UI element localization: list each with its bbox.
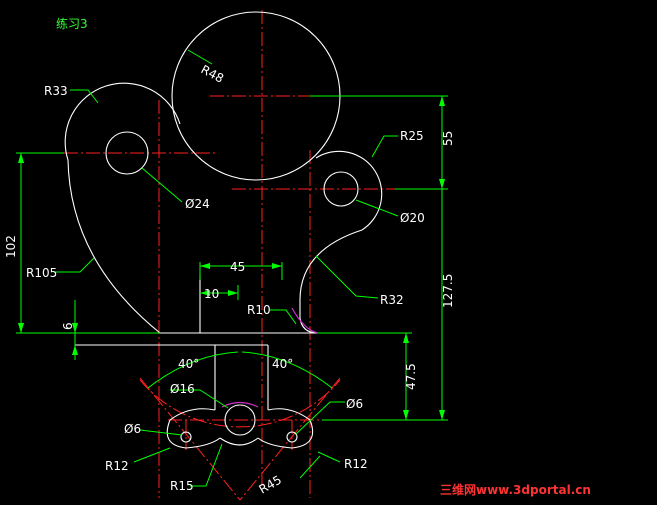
text-55: 55 <box>441 131 455 146</box>
hole-d6-right <box>286 431 298 443</box>
arrow-10-right <box>228 290 238 296</box>
hole-d20 <box>323 171 359 207</box>
centerline-40-right <box>239 377 341 501</box>
arc-r32 <box>299 229 363 334</box>
drawing-title: 练习3 <box>56 16 88 31</box>
arrow-102-bottom <box>18 323 24 333</box>
hole-d6-left <box>180 431 192 443</box>
text-r15: R15 <box>170 479 194 493</box>
leader-r15 <box>190 443 223 487</box>
arc-r105 <box>67 159 161 334</box>
leader-d16 <box>170 389 229 409</box>
lobe-bottom <box>219 437 259 446</box>
text-r25: R25 <box>400 129 424 143</box>
arrow-127-5-bottom <box>439 410 445 420</box>
text-127-5: 127.5 <box>441 274 455 308</box>
leader-r48 <box>187 49 213 65</box>
hole-d24 <box>105 131 149 175</box>
leader-d20 <box>355 199 399 217</box>
text-r12-right: R12 <box>344 457 368 471</box>
centerline-r45-arc <box>139 379 341 428</box>
arc-r33 <box>64 82 181 161</box>
dimension-texts: R48 R33 R25 Ø24 Ø20 55 102 R105 R32 45 1… <box>4 62 455 496</box>
text-r33: R33 <box>44 84 68 98</box>
arrow-55-bottom <box>439 179 445 189</box>
text-d6-left: Ø6 <box>124 422 141 436</box>
arrow-6-top <box>72 323 78 333</box>
hole-d16 <box>224 404 256 436</box>
leader-r10 <box>270 309 297 325</box>
dim-angle-40-left <box>147 351 239 389</box>
arrow-10-left <box>200 290 210 296</box>
leader-r12-left <box>133 447 171 463</box>
text-6: 6 <box>61 322 75 330</box>
dimension-arrows <box>18 96 445 420</box>
text-d24: Ø24 <box>185 197 210 211</box>
text-40-left: 40° <box>178 357 199 371</box>
text-r10: R10 <box>247 303 271 317</box>
text-10: 10 <box>204 287 219 301</box>
leader-r25 <box>371 135 398 158</box>
watermark: 三维网www.3dportal.cn <box>440 482 591 497</box>
text-45: 45 <box>230 260 245 274</box>
leader-r12-right <box>317 451 341 463</box>
leader-r45 <box>299 455 321 479</box>
arrow-47-5-top <box>403 333 409 343</box>
leader-r32 <box>315 255 379 299</box>
text-r105: R105 <box>26 266 57 280</box>
arrow-102-top <box>18 153 24 163</box>
highlight-r10 <box>291 307 319 334</box>
text-d6-right: Ø6 <box>346 397 363 411</box>
leader-d6-right <box>295 401 345 435</box>
text-r12-left: R12 <box>105 459 129 473</box>
leader-r33 <box>70 89 99 104</box>
leader-d6-left <box>139 429 183 436</box>
dim-angle-40-right <box>241 351 333 389</box>
arrow-45-right <box>272 263 282 269</box>
arrow-55-top <box>439 96 445 106</box>
text-d20: Ø20 <box>400 211 425 225</box>
leader-d24 <box>141 167 183 203</box>
leader-r105 <box>54 257 95 273</box>
text-r32: R32 <box>380 293 404 307</box>
arrow-45-left <box>200 263 210 269</box>
arrow-47-5-bottom <box>403 410 409 420</box>
text-47-5: 47.5 <box>404 363 418 390</box>
arrow-6-bottom <box>72 345 78 355</box>
text-102: 102 <box>4 235 18 258</box>
part-geometry <box>64 11 383 449</box>
arc-r25 <box>315 150 383 231</box>
lobe-right <box>257 408 314 449</box>
lobe-left <box>166 408 221 449</box>
dimension-lines <box>16 49 448 487</box>
text-d16: Ø16 <box>170 382 195 396</box>
text-40-right: 40° <box>272 357 293 371</box>
